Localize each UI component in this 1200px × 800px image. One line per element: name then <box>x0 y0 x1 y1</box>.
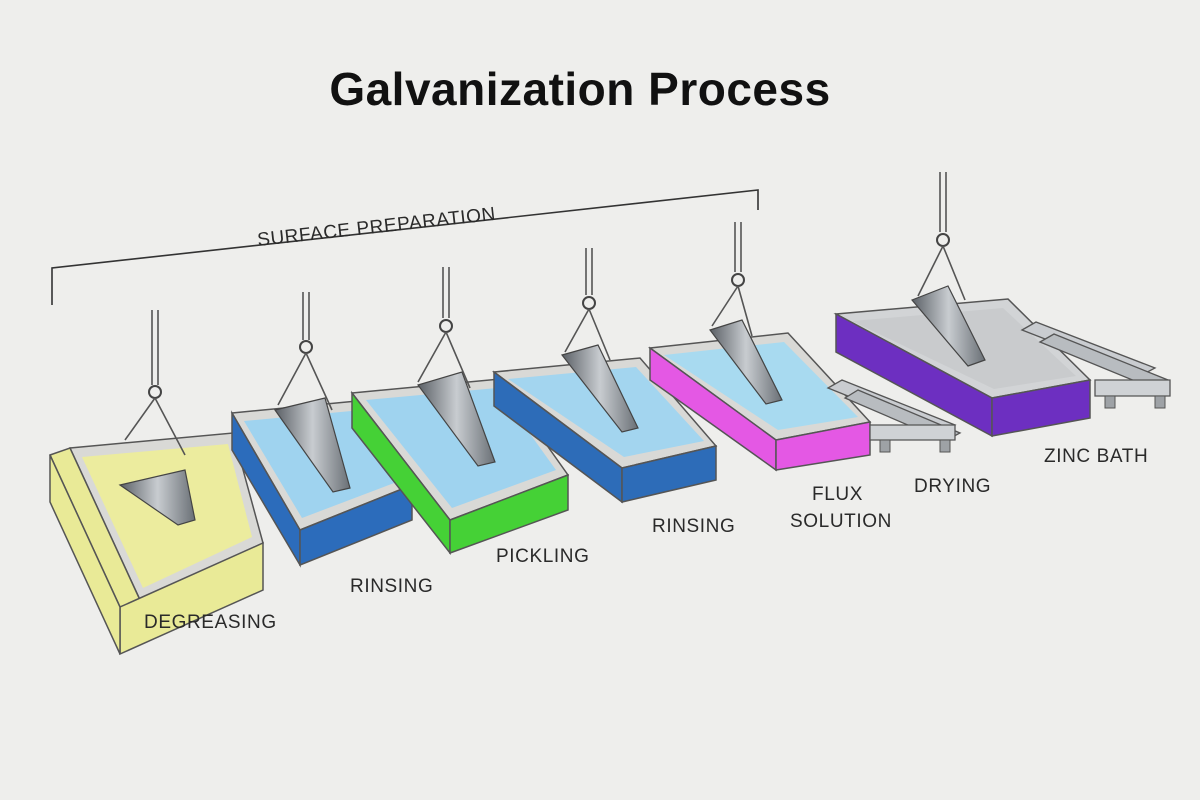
tank-degreasing <box>48 310 264 656</box>
tank-zinc-bath <box>833 172 1092 438</box>
steel-beam <box>273 397 351 493</box>
page-title: Galvanization Process <box>329 63 831 115</box>
label-zinc-bath: ZINC BATH <box>1044 446 1148 467</box>
tank-liquid <box>366 388 556 508</box>
label-flux-line-2: SOLUTION <box>790 511 892 532</box>
group-label: SURFACE PREPARATION <box>256 204 497 251</box>
drying-rack <box>826 379 962 453</box>
steel-beam <box>910 285 986 367</box>
steel-beam <box>709 319 783 405</box>
label-drying: DRYING <box>914 476 991 497</box>
finished-rack <box>1020 321 1171 409</box>
label-rinsing-1: RINSING <box>350 576 433 597</box>
surface-preparation-bracket: SURFACE PREPARATION <box>51 189 759 305</box>
steel-beam <box>417 371 496 467</box>
label-flux-line-1: FLUX <box>812 484 863 505</box>
tank-flux-solution <box>647 222 872 472</box>
label-degreasing: DEGREASING <box>144 612 277 633</box>
steel-beam <box>118 469 196 526</box>
label-rinsing-2: RINSING <box>652 516 735 537</box>
label-pickling: PICKLING <box>496 546 590 567</box>
steel-beam <box>560 344 639 433</box>
stage-labels: DEGREASING RINSING PICKLING RINSING FLUX… <box>144 446 1148 633</box>
